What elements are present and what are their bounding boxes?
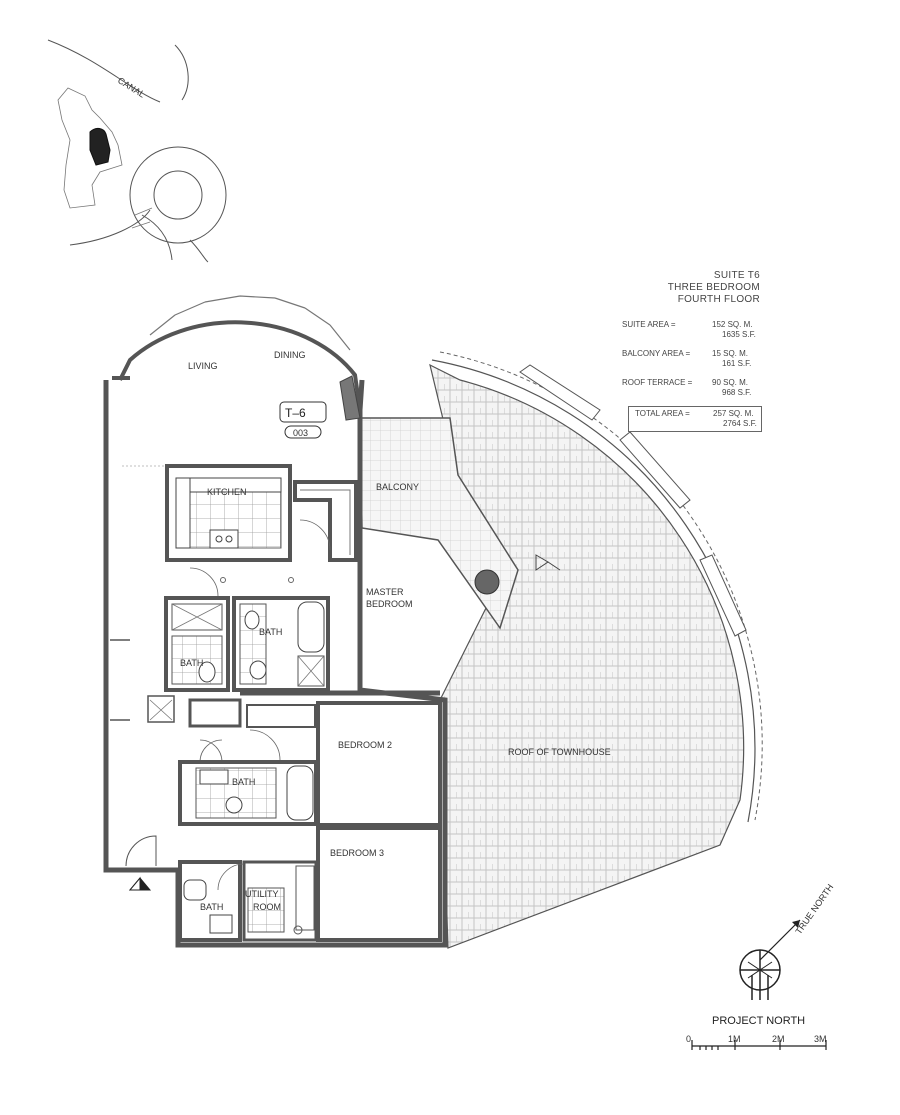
- north-arrow: TRUE NORTH PROJECT NORTH: [712, 882, 835, 1027]
- unit-tag: T–6 003: [279, 401, 327, 439]
- apartment: KITCHEN BATH BATH MASTER BEDROOM: [103, 295, 448, 948]
- key-plan: CANAL: [47, 39, 227, 263]
- bedroom3-label: BEDROOM 3: [330, 848, 384, 858]
- roof-terrace: ROOF OF TOWNHOUSE: [429, 351, 763, 949]
- total-label: TOTAL AREA =: [635, 409, 690, 418]
- project-north-label: PROJECT NORTH: [712, 1015, 805, 1027]
- area-row-roof: ROOF TERRACE = 90 SQ. M. 968 S.F.: [620, 378, 760, 398]
- bedroom-3: [316, 826, 442, 942]
- total-metric: 257 SQ. M.: [713, 409, 754, 418]
- area-imperial: 1635 S.F.: [722, 330, 756, 339]
- area-metric: 15 SQ. M.: [712, 349, 749, 358]
- area-label: BALCONY AREA =: [622, 349, 691, 358]
- suite-info: SUITE T6 THREE BEDROOM FOURTH FLOOR SUIT…: [620, 270, 762, 432]
- living-label: LIVING: [188, 361, 218, 371]
- unit-tag-number: 003: [293, 428, 308, 438]
- bath-a-label: BATH: [180, 658, 203, 668]
- area-metric: 90 SQ. M.: [712, 378, 749, 387]
- utility-label-2: ROOM: [253, 902, 281, 912]
- true-north-label: TRUE NORTH: [793, 882, 835, 936]
- scale-3m: 3M: [814, 1034, 827, 1044]
- bedroom-2: [316, 701, 442, 827]
- utility-label-1: UTILITY: [245, 889, 279, 899]
- kitchen-label: KITCHEN: [207, 487, 247, 497]
- balcony-label: BALCONY: [376, 482, 419, 492]
- roof-label: ROOF OF TOWNHOUSE: [508, 747, 611, 757]
- dining-label: DINING: [274, 350, 306, 360]
- area-label: ROOF TERRACE =: [622, 378, 693, 387]
- balcony-column: [474, 569, 500, 595]
- canal-label: CANAL: [116, 75, 147, 99]
- bath-b-label: BATH: [259, 627, 282, 637]
- suite-title: SUITE T6: [713, 270, 760, 281]
- scale-zero: 0: [686, 1034, 691, 1044]
- scale-2m: 2M: [772, 1034, 785, 1044]
- area-imperial: 968 S.F.: [722, 388, 752, 397]
- bath-c-label: BATH: [232, 777, 255, 787]
- suite-floor: FOURTH FLOOR: [677, 294, 760, 305]
- bedroom2-label: BEDROOM 2: [338, 740, 392, 750]
- area-metric: 152 SQ. M.: [712, 320, 753, 329]
- area-label: SUITE AREA =: [622, 320, 676, 329]
- master-label-1: MASTER: [366, 587, 404, 597]
- total-imperial: 2764 S.F.: [723, 419, 757, 428]
- area-row-balcony: BALCONY AREA = 15 SQ. M. 161 S.F.: [620, 349, 760, 369]
- bath-d-label: BATH: [200, 902, 223, 912]
- scale-bar: 0 1M 2M 3M: [686, 1034, 827, 1050]
- area-row-suite: SUITE AREA = 152 SQ. M. 1635 S.F.: [620, 320, 760, 340]
- suite-highlight: [89, 127, 111, 166]
- balcony: BALCONY: [359, 417, 561, 630]
- master-label-2: BEDROOM: [366, 599, 413, 609]
- unit-tag-name: T–6: [285, 406, 306, 420]
- scale-1m: 1M: [728, 1034, 741, 1044]
- suite-type: THREE BEDROOM: [667, 282, 760, 293]
- area-imperial: 161 S.F.: [722, 359, 752, 368]
- total-area-box: TOTAL AREA = 257 SQ. M. 2764 S.F.: [628, 406, 762, 432]
